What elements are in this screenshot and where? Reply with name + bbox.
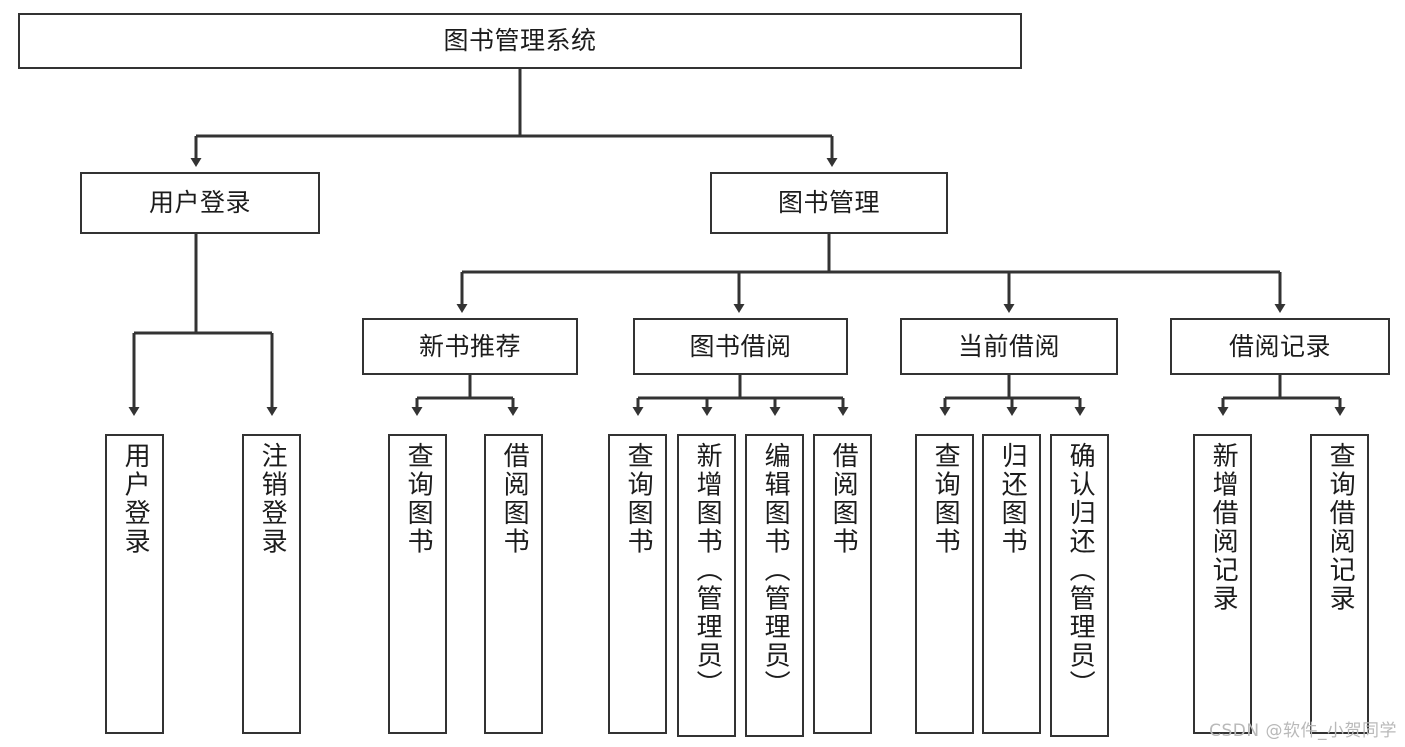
leaf-user-login-login-label: 用户登录 — [120, 442, 151, 556]
node-borrow-record-label: 借阅记录 — [1228, 331, 1331, 361]
leaf-recommend-query-book-label: 查询图书 — [403, 442, 434, 556]
node-book-management[interactable]: 图书管理 — [710, 172, 948, 234]
node-current-borrow[interactable]: 当前借阅 — [900, 318, 1118, 375]
leaf-current-query-book[interactable]: 查询图书 — [915, 434, 974, 734]
node-new-book-recommend[interactable]: 新书推荐 — [362, 318, 578, 375]
leaf-borrow-edit-book-label: 编辑图书（管理员） — [760, 442, 791, 699]
node-book-borrow-label: 图书借阅 — [689, 331, 792, 361]
leaf-current-return-book[interactable]: 归还图书 — [982, 434, 1041, 734]
node-root-system-label: 图书管理系统 — [443, 26, 597, 56]
node-user-login-label: 用户登录 — [148, 188, 251, 218]
leaf-recommend-borrow-book[interactable]: 借阅图书 — [484, 434, 543, 734]
leaf-borrow-add-book[interactable]: 新增图书（管理员） — [677, 434, 736, 737]
leaf-recommend-query-book[interactable]: 查询图书 — [388, 434, 447, 734]
leaf-user-login-logout-label: 注销登录 — [257, 442, 288, 556]
leaf-user-login-logout[interactable]: 注销登录 — [242, 434, 301, 734]
leaf-current-return-book-label: 归还图书 — [997, 442, 1028, 556]
leaf-borrow-edit-book[interactable]: 编辑图书（管理员） — [745, 434, 804, 737]
leaf-record-add-record-label: 新增借阅记录 — [1208, 442, 1239, 613]
leaf-current-query-book-label: 查询图书 — [930, 442, 961, 556]
leaf-borrow-borrow-book[interactable]: 借阅图书 — [813, 434, 872, 734]
leaf-borrow-borrow-book-label: 借阅图书 — [828, 442, 859, 556]
leaf-current-confirm-return-label: 确认归还（管理员） — [1065, 442, 1096, 699]
leaf-user-login-login[interactable]: 用户登录 — [105, 434, 164, 734]
leaf-record-query-record[interactable]: 查询借阅记录 — [1310, 434, 1369, 734]
leaf-current-confirm-return[interactable]: 确认归还（管理员） — [1050, 434, 1109, 737]
node-book-management-label: 图书管理 — [777, 188, 880, 218]
node-new-book-recommend-label: 新书推荐 — [418, 331, 521, 361]
node-current-borrow-label: 当前借阅 — [957, 331, 1060, 361]
node-user-login[interactable]: 用户登录 — [80, 172, 320, 234]
node-borrow-record[interactable]: 借阅记录 — [1170, 318, 1390, 375]
leaf-record-query-record-label: 查询借阅记录 — [1325, 442, 1356, 613]
leaf-borrow-query-book[interactable]: 查询图书 — [608, 434, 667, 734]
leaf-record-add-record[interactable]: 新增借阅记录 — [1193, 434, 1252, 734]
leaf-borrow-add-book-label: 新增图书（管理员） — [692, 442, 723, 699]
leaf-recommend-borrow-book-label: 借阅图书 — [499, 442, 530, 556]
leaf-borrow-query-book-label: 查询图书 — [623, 442, 654, 556]
node-book-borrow[interactable]: 图书借阅 — [633, 318, 848, 375]
node-root-system[interactable]: 图书管理系统 — [18, 13, 1022, 69]
